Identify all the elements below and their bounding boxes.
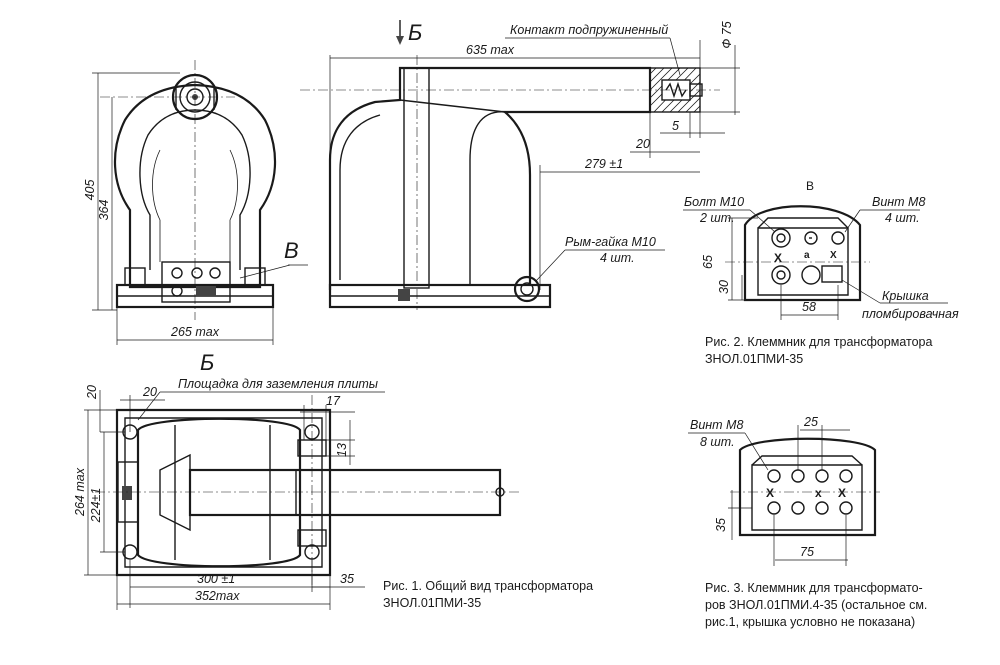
bolt-qty: 2 шт. xyxy=(699,211,735,225)
dim-405: 405 xyxy=(83,180,97,201)
side-view: Б 635 max Контакт подпружиненный Ф 75 xyxy=(300,20,740,310)
dim-279: 279 ±1 xyxy=(584,157,623,171)
caption-fig1-line2: ЗНОЛ.01ПМИ-35 xyxy=(383,596,482,610)
screw-label-3: Винт М8 xyxy=(690,418,743,432)
dim-58: 58 xyxy=(802,300,816,314)
screw-qty-3: 8 шт. xyxy=(700,435,735,449)
dim-300: 300 ±1 xyxy=(197,572,235,586)
dim-635: 635 max xyxy=(466,43,515,57)
dim-265: 265 max xyxy=(170,325,220,339)
dim-30: 30 xyxy=(717,280,731,294)
svg-text:a: a xyxy=(804,250,810,261)
cover-label: Крышка xyxy=(882,289,929,303)
svg-text:x: x xyxy=(815,486,822,500)
eye-nut-label: Рым-гайка М10 xyxy=(565,235,656,249)
caption-fig3: Рис. 3. Клеммник для трансформато- ров З… xyxy=(705,580,927,631)
bolt-label: Болт М10 xyxy=(684,195,744,209)
dim-224: 224±1 xyxy=(89,488,103,524)
dim-25: 25 xyxy=(803,415,818,429)
screw-label-2: Винт М8 xyxy=(872,195,925,209)
dim-20-plan-b: 20 xyxy=(142,385,157,399)
ground-pad-label: Площадка для заземления плиты xyxy=(178,377,378,391)
caption-fig1: Рис. 1. Общий вид трансформатора ЗНОЛ.01… xyxy=(383,578,593,612)
dim-65: 65 xyxy=(701,255,715,269)
dim-17: 17 xyxy=(326,394,341,408)
svg-text:X: X xyxy=(766,486,774,500)
caption-fig3-line2: ров ЗНОЛ.01ПМИ.4-35 (остальное см. xyxy=(705,598,928,612)
svg-text:X: X xyxy=(838,486,846,500)
fig3-terminal-block: X x X 75 25 35 Винт М8 8 шт. xyxy=(688,415,880,566)
arrow-b-label: Б xyxy=(408,20,422,45)
caption-fig1-line1: Рис. 1. Общий вид трансформатора xyxy=(383,579,594,593)
eye-nut-qty: 4 шт. xyxy=(600,251,635,265)
svg-text:X: X xyxy=(774,251,782,265)
dim-5: 5 xyxy=(672,119,679,133)
caption-fig2-line1: Рис. 2. Клеммник для трансформатора xyxy=(705,335,933,349)
contact-label: Контакт подпружиненный xyxy=(510,23,668,37)
section-b-label: Б xyxy=(200,350,214,375)
dim-20-plan-a: 20 xyxy=(85,385,99,400)
dim-20-side: 20 xyxy=(635,137,650,151)
front-view: 405 364 265 max В xyxy=(83,60,308,345)
svg-text:X: X xyxy=(830,250,837,261)
dim-35-fig3: 35 xyxy=(714,518,728,532)
dim-264: 264 max xyxy=(73,467,87,517)
dim-13: 13 xyxy=(335,443,349,457)
fig2-terminal-block: В X a X 65 30 58 Болт М10 2 шт. Винт М8 … xyxy=(683,179,959,321)
dim-35-plan: 35 xyxy=(340,572,354,586)
callout-v: В xyxy=(284,238,299,263)
screw-qty-2: 4 шт. xyxy=(885,211,920,225)
cover-label-2: пломбировачная xyxy=(862,307,959,321)
dim-352: 352max xyxy=(195,589,240,603)
caption-fig3-line3: рис.1, крышка условно не показана) xyxy=(705,615,916,629)
caption-fig2: Рис. 2. Клеммник для трансформатора ЗНОЛ… xyxy=(705,334,932,368)
section-v-label: В xyxy=(806,179,814,193)
dim-75-fig3: 75 xyxy=(800,545,814,559)
caption-fig2-line2: ЗНОЛ.01ПМИ-35 xyxy=(705,352,804,366)
plan-view: Б 264 max 224±1 20 20 Площадка для xyxy=(73,350,520,610)
dim-phi75: Ф 75 xyxy=(720,21,734,48)
dim-364: 364 xyxy=(97,200,111,221)
caption-fig3-line1: Рис. 3. Клеммник для трансформато- xyxy=(705,581,923,595)
